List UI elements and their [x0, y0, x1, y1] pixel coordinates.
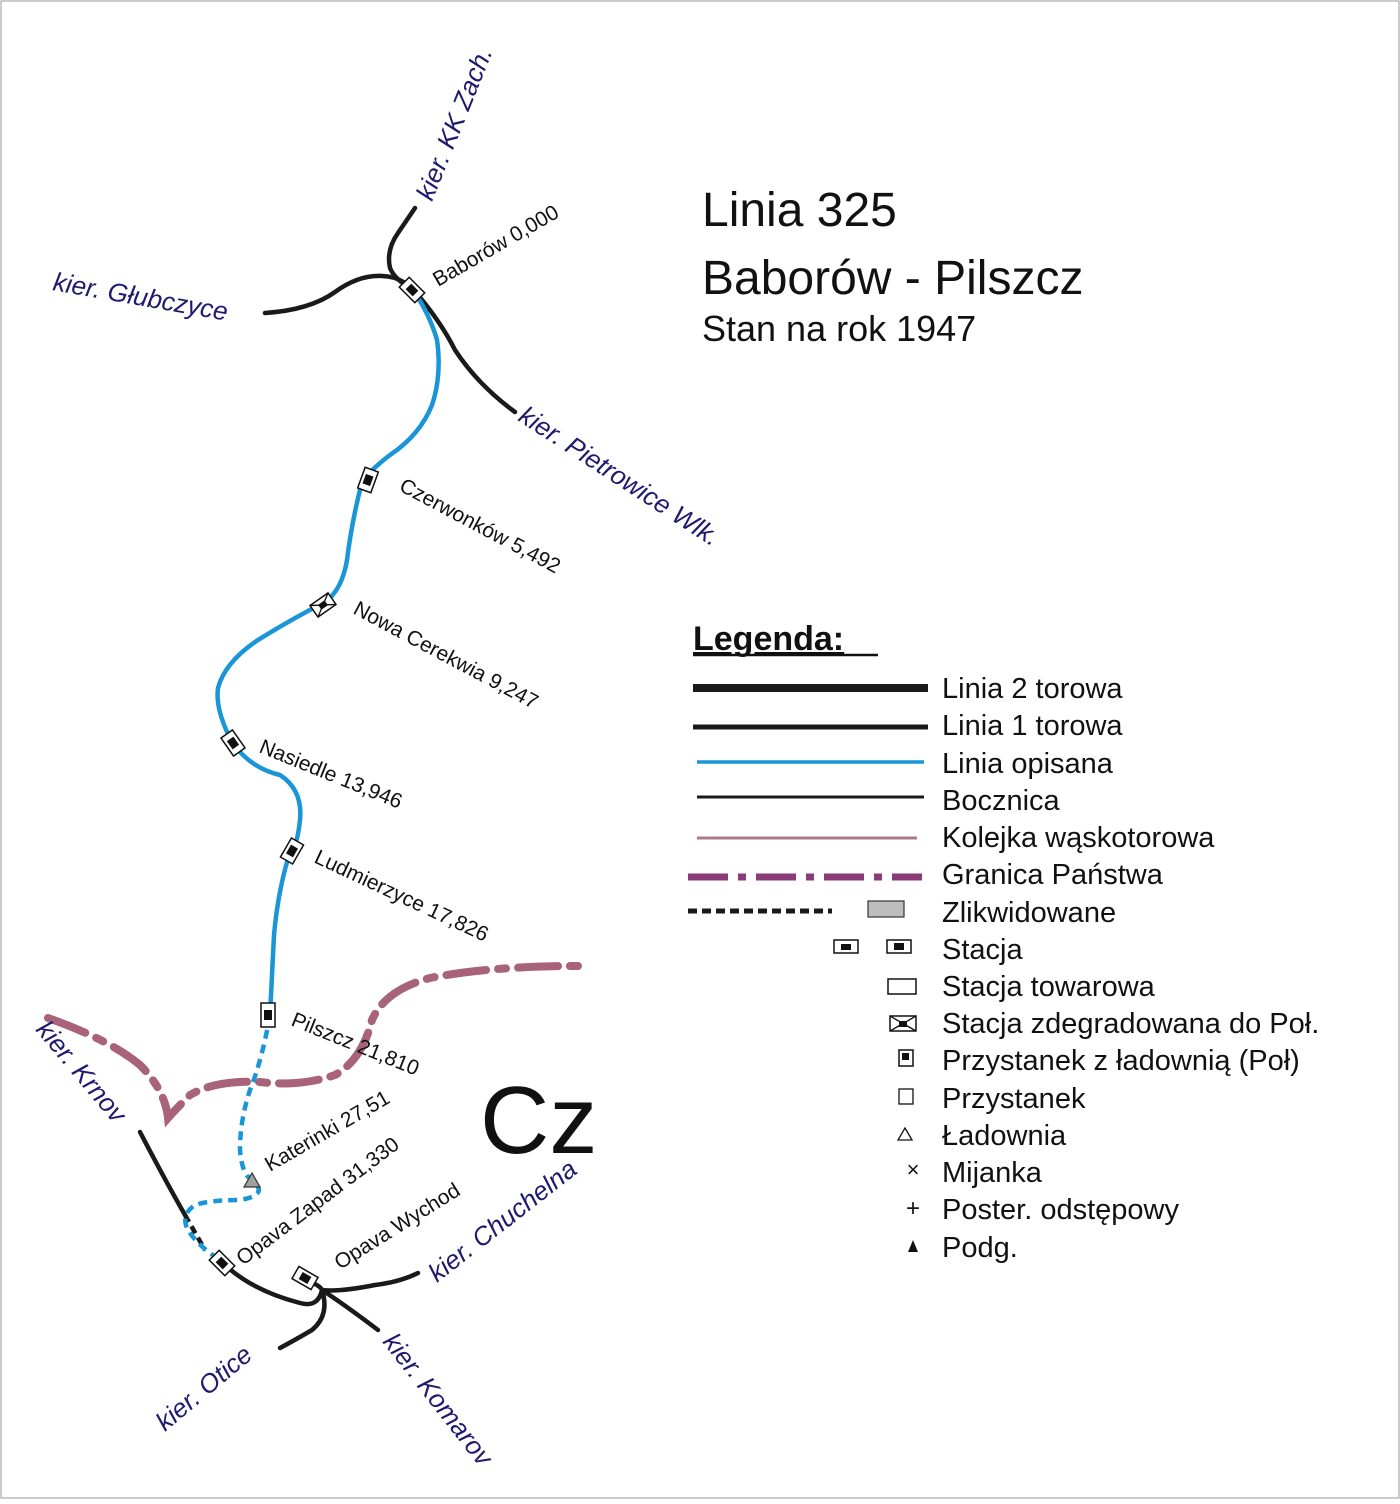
station-symbols — [208, 276, 426, 1291]
legend-text-block-post: Poster. odstępowy — [942, 1194, 1179, 1226]
legend-sym-freight-station — [887, 978, 917, 995]
legend-sym-block-post: + — [906, 1195, 920, 1222]
legend-text-passing-loop: Mijanka — [942, 1157, 1043, 1189]
state-border — [44, 962, 584, 1128]
station-czerwonkow — [356, 466, 380, 494]
legend-text-border: Granica Państwa — [942, 859, 1164, 891]
station-baborow — [398, 276, 426, 304]
legend-sym-loading-point — [896, 1126, 914, 1141]
legend-sym-station — [833, 939, 912, 954]
title-line-number: Linia 325 — [702, 184, 897, 237]
legend-title: Legenda: — [693, 620, 844, 658]
legend-text-siding: Bocznica — [942, 785, 1061, 817]
station-opava-wychod — [290, 1265, 320, 1291]
title-route: Baborów - Pilszcz — [702, 252, 1083, 305]
track-chuchelna — [319, 1270, 421, 1293]
legend-text-double-track: Linia 2 torowa — [942, 673, 1123, 705]
legend-text-stop: Przystanek — [942, 1083, 1086, 1115]
legend-sym-degraded-station — [889, 1015, 917, 1032]
legend-text-narrow-gauge: Kolejka wąskotorowa — [942, 822, 1215, 854]
legend-text-freight-station: Stacja towarowa — [942, 971, 1156, 1003]
track-otice — [277, 1287, 327, 1351]
track-krnov — [137, 1129, 188, 1218]
track-komarov — [319, 1287, 381, 1333]
station-nasiedle — [219, 728, 247, 758]
other-lines — [137, 205, 518, 1351]
legend-sym-podg — [908, 1240, 918, 1252]
legend-sym-liquidated-area — [867, 900, 905, 918]
station-pilszcz — [260, 1002, 276, 1028]
legend-text-described: Linia opisana — [942, 748, 1114, 780]
legend-text-single-track: Linia 1 torowa — [942, 710, 1123, 742]
legend-text-stop-loading: Przystanek z ładownią (Poł) — [942, 1045, 1300, 1077]
track-opava-junction — [219, 1259, 325, 1307]
station-ludmierzyce — [279, 836, 305, 866]
title-status-year: Stan na rok 1947 — [702, 308, 976, 349]
legend-sym-passing-loop: × — [907, 1157, 920, 1182]
country-label: Cz — [480, 1067, 597, 1174]
legend: Legenda: × + — [688, 620, 1319, 1264]
legend-sym-stop — [898, 1088, 914, 1105]
station-opava-zapad — [208, 1249, 236, 1277]
track-pietrowice — [409, 285, 518, 415]
legend-text-degraded-station: Stacja zdegradowana do Poł. — [942, 1008, 1319, 1040]
legend-text-loading-point: Ładownia — [942, 1120, 1067, 1152]
legend-text-liquidated: Zlikwidowane — [942, 897, 1116, 929]
legend-text-station: Stacja — [942, 934, 1023, 966]
legend-sym-stop-loading — [898, 1049, 914, 1067]
legend-text-podg: Podg. — [942, 1232, 1018, 1264]
described-line-liquidated — [182, 1014, 273, 1262]
station-nowa-cerekwia — [308, 591, 338, 619]
station-katerinki — [242, 1171, 262, 1188]
